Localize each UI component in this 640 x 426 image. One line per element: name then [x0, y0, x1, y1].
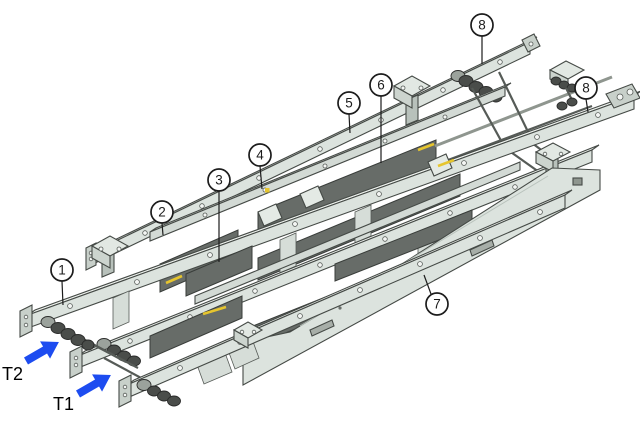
- svg-text:8: 8: [478, 18, 486, 33]
- rear-transport-rail: [85, 33, 541, 278]
- lane-label-t1: T1: [53, 394, 74, 414]
- svg-text:1: 1: [58, 263, 66, 278]
- callout-1: 1: [50, 258, 74, 306]
- callout-8-front: 8: [574, 76, 598, 113]
- svg-text:4: 4: [256, 148, 264, 163]
- transport-direction-arrow-t1: [76, 374, 111, 398]
- inner-guide-rail-t2: [149, 82, 512, 242]
- lane-t2-marker: T2: [2, 341, 59, 384]
- entry-rollers-front: [136, 379, 181, 407]
- transport-direction-arrow-t2: [24, 341, 59, 365]
- callout-3: 3: [207, 168, 231, 262]
- callout-2: 2: [150, 200, 174, 236]
- svg-text:5: 5: [345, 96, 353, 111]
- callout-5: 5: [337, 91, 361, 134]
- lane-label-t2: T2: [2, 364, 23, 384]
- callout-7: 7: [423, 274, 449, 316]
- entry-rollers-t2: [40, 316, 95, 351]
- callout-6: 6: [369, 73, 393, 163]
- front-transport-rail-t1: [118, 189, 573, 408]
- lane-t1-marker: T1: [53, 374, 111, 414]
- svg-text:2: 2: [158, 205, 166, 220]
- rear-transport-rail-t1: [69, 142, 600, 379]
- callout-8-rear: 8: [470, 13, 494, 64]
- svg-text:7: 7: [433, 297, 441, 312]
- svg-text:6: 6: [377, 78, 385, 93]
- clamp-bracket-front: [232, 321, 264, 349]
- svg-text:3: 3: [215, 173, 223, 188]
- clamp-bracket-middle: [392, 75, 432, 126]
- callout-4: 4: [248, 143, 272, 190]
- clamp-bracket-left: [90, 235, 130, 278]
- svg-text:8: 8: [582, 81, 590, 96]
